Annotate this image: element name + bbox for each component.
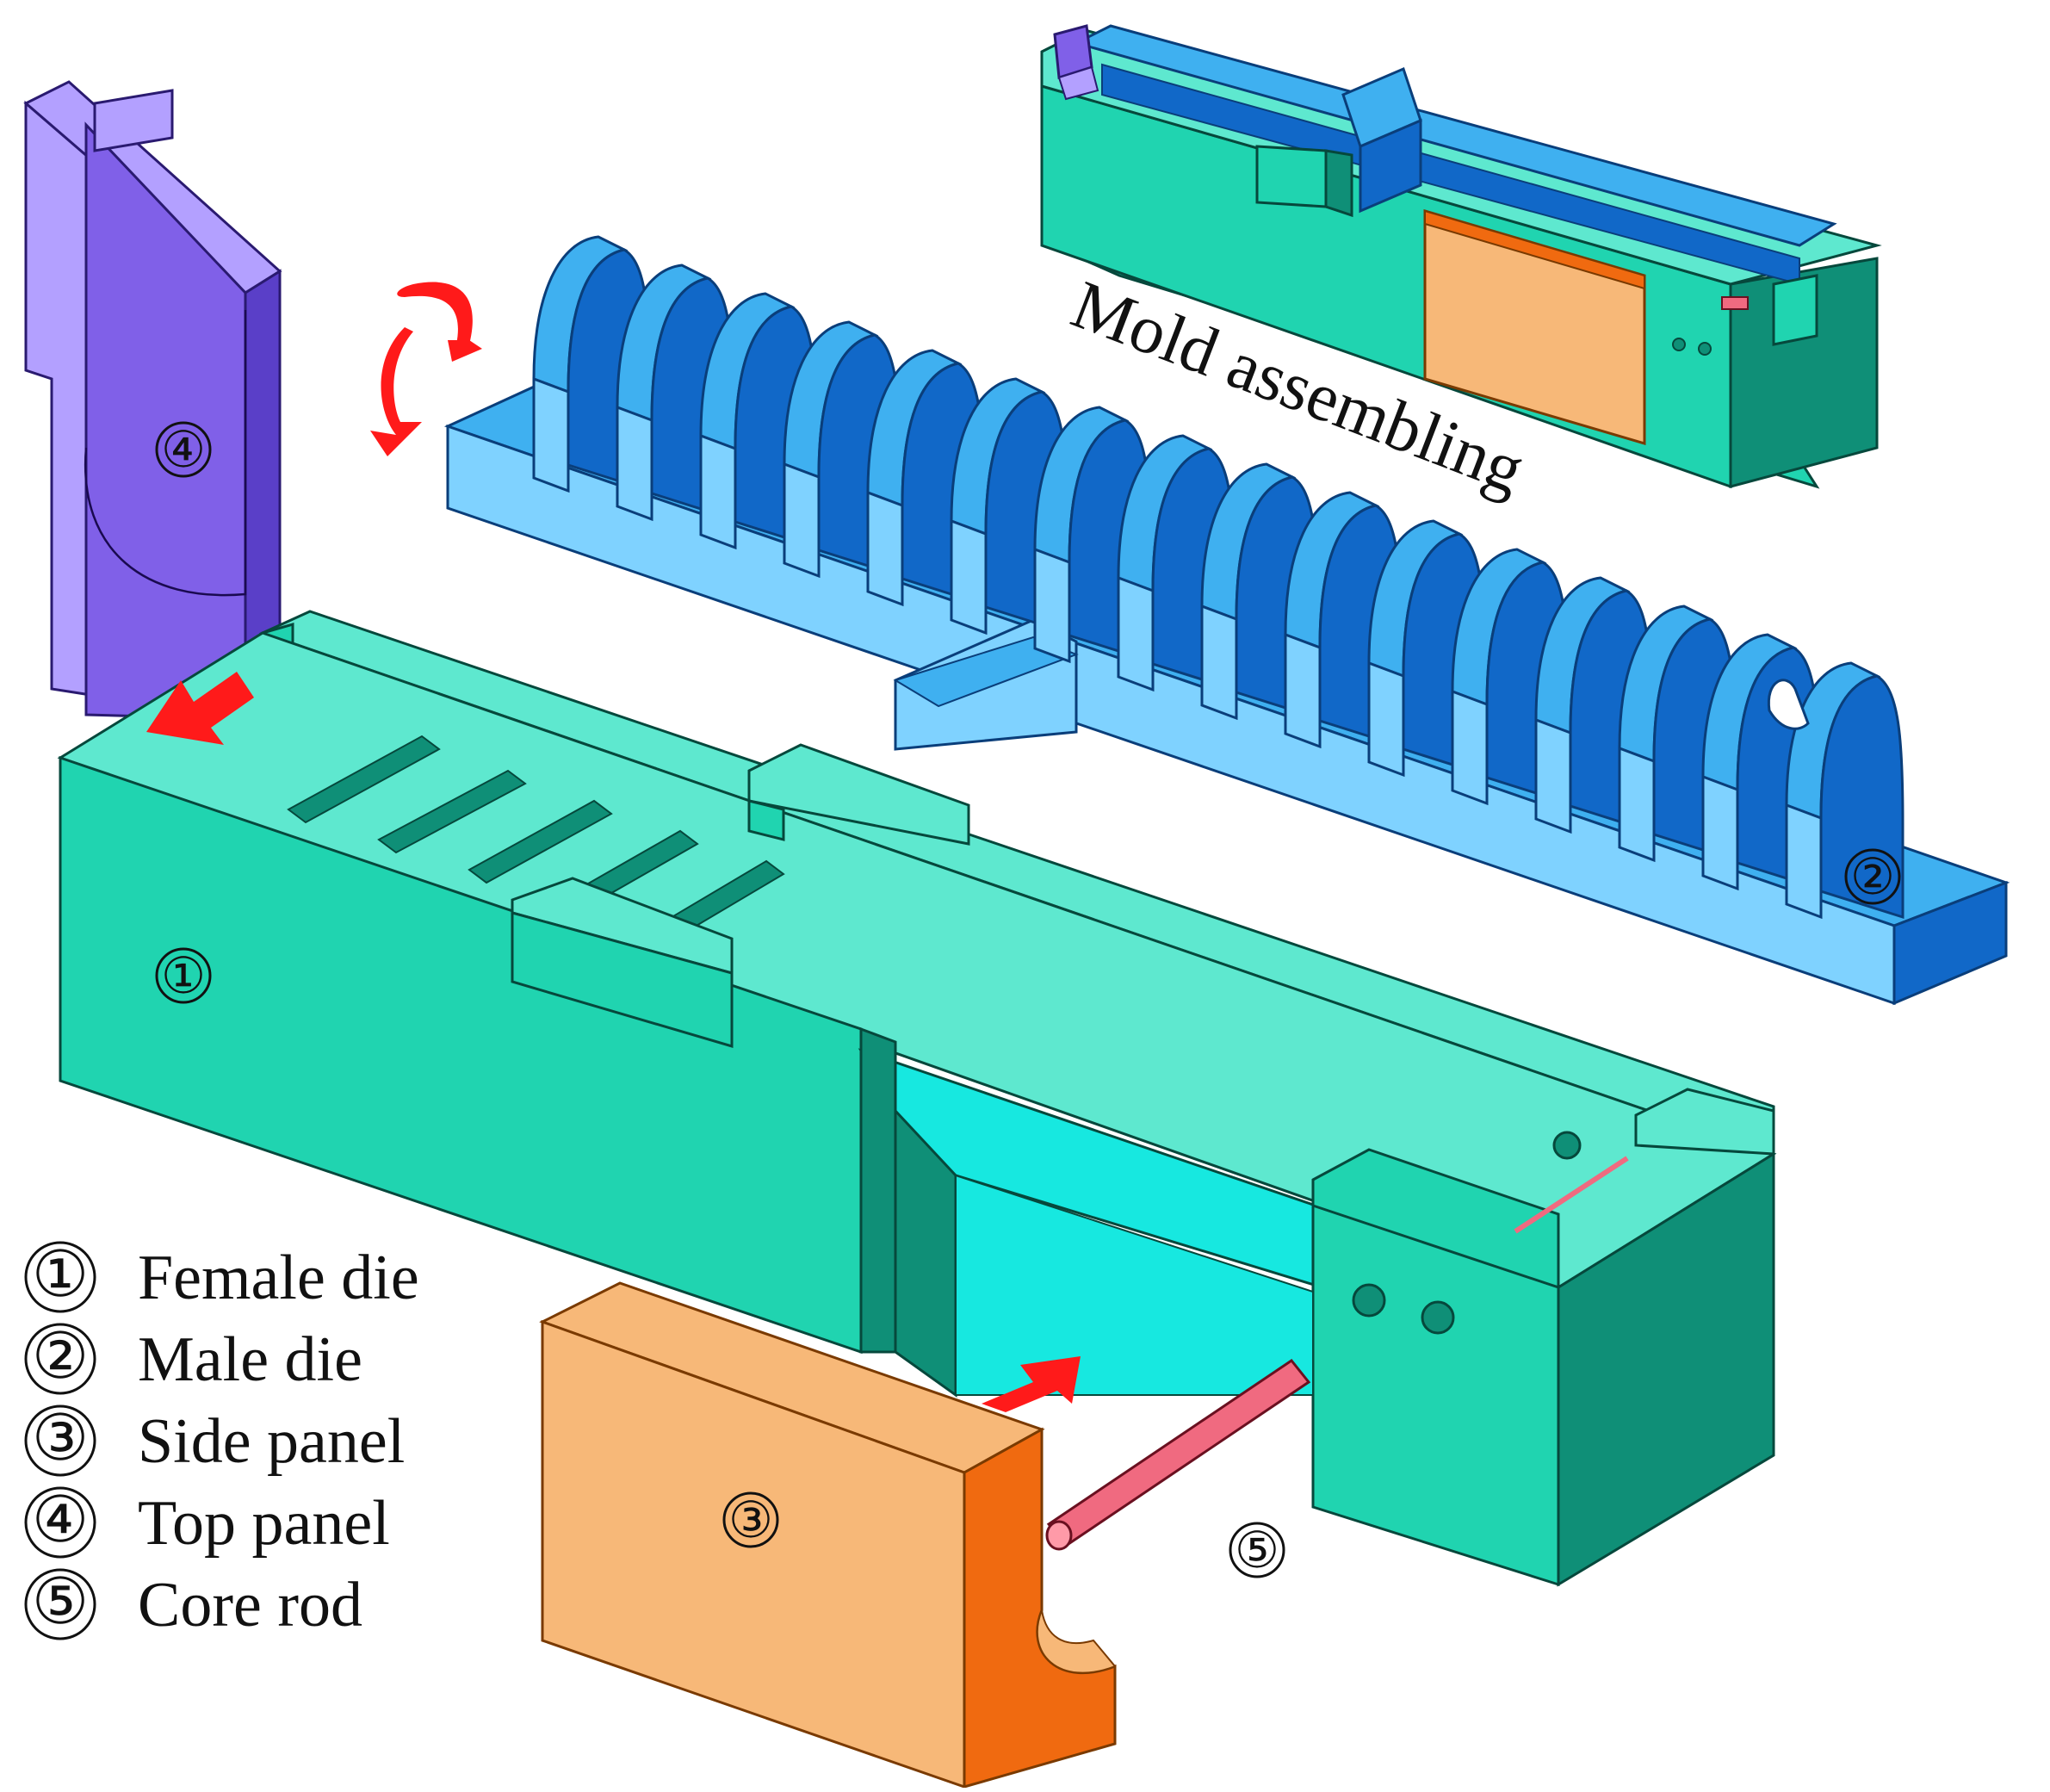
legend-item-male-die: ② Male die <box>24 1322 362 1395</box>
arrow-rotate <box>370 282 482 456</box>
core-rod <box>1045 1358 1311 1551</box>
assembled-mold <box>1040 24 1882 489</box>
legend-label: Core rod <box>138 1570 362 1640</box>
top-panel <box>23 80 282 722</box>
marker-side-panel: ③ <box>728 1492 773 1548</box>
legend: ① Female die ② Male die ③ Side panel ④ T… <box>24 1240 419 1640</box>
marker-ring <box>1229 1522 1285 1578</box>
legend-item-side-panel: ③ Side panel <box>24 1404 405 1477</box>
arrow-side-panel <box>982 1356 1081 1412</box>
legend-num: ② <box>32 1322 89 1392</box>
female-die <box>57 610 1777 1587</box>
male-die-end-hole <box>1767 679 1810 730</box>
marker-ring <box>722 1491 779 1548</box>
marker-top-panel: ④ <box>161 422 206 478</box>
legend-label: Male die <box>138 1324 362 1395</box>
marker-ring <box>155 421 212 478</box>
legend-item-core-rod: ⑤ Core rod <box>24 1567 362 1640</box>
arrow-top-panel <box>146 672 254 745</box>
legend-label: Top panel <box>138 1488 390 1559</box>
part-markers: ④ ① ② ③ ⑤ <box>155 421 1901 1578</box>
marker-ring <box>1844 848 1901 905</box>
legend-num: ③ <box>32 1404 89 1474</box>
legend-num: ① <box>32 1240 89 1311</box>
legend-item-top-panel: ④ Top panel <box>24 1485 390 1559</box>
marker-male-die: ② <box>1850 849 1895 905</box>
male-die-fins <box>532 235 1904 920</box>
legend-item-female-die: ① Female die <box>24 1240 419 1313</box>
male-die-fin <box>1451 548 1570 806</box>
legend-num: ⑤ <box>32 1567 89 1638</box>
marker-female-die: ① <box>161 948 206 1004</box>
legend-label: Female die <box>138 1243 419 1313</box>
marker-core-rod: ⑤ <box>1235 1522 1279 1578</box>
legend-num: ④ <box>32 1485 89 1556</box>
side-panel <box>539 1281 1117 1789</box>
legend-label: Side panel <box>138 1406 405 1477</box>
male-die-fin <box>1785 661 1904 920</box>
marker-ring <box>155 947 212 1004</box>
